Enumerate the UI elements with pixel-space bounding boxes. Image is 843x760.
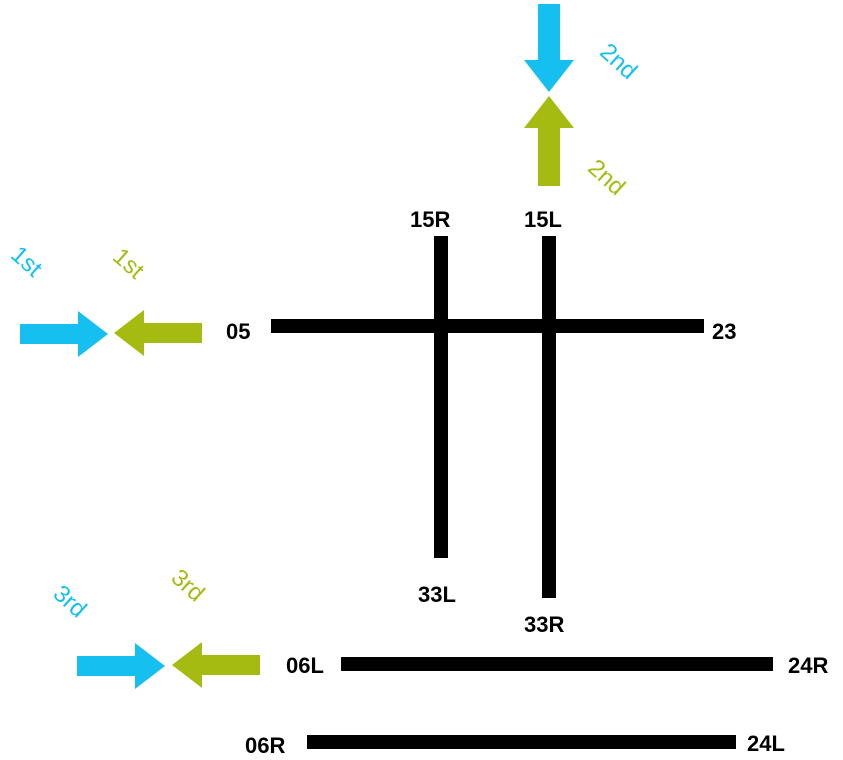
arrow-blue-right-icon bbox=[77, 643, 165, 689]
ordinal-green-3: 3rd bbox=[165, 563, 210, 608]
runway-06L-24R bbox=[341, 657, 773, 671]
runway-15L-33R bbox=[542, 236, 556, 598]
ordinal-blue-3: 3rd bbox=[47, 579, 92, 624]
runway-label-33L: 33L bbox=[418, 582, 456, 607]
arrow-green-left-icon bbox=[114, 310, 202, 356]
arrow-green-left-icon bbox=[172, 642, 260, 688]
runway-06R-24L bbox=[307, 735, 736, 749]
runway-15R-33L bbox=[434, 236, 448, 558]
arrow-blue-right-icon bbox=[20, 311, 108, 357]
ordinal-green-2: 2nd bbox=[582, 154, 631, 202]
runway-label-23: 23 bbox=[712, 319, 737, 344]
arrow-blue-down-icon bbox=[524, 4, 574, 92]
arrow-green-up-icon bbox=[524, 96, 574, 186]
runway-label-06L: 06L bbox=[286, 653, 324, 678]
runway-label-15L: 15L bbox=[524, 207, 562, 232]
ordinal-blue-2: 2nd bbox=[594, 38, 643, 86]
runway-label-33R: 33R bbox=[524, 612, 565, 637]
runway-label-15R: 15R bbox=[410, 207, 451, 232]
ordinal-blue-1: 1st bbox=[5, 240, 48, 283]
ordinal-green-1: 1st bbox=[107, 242, 150, 285]
runway-05-23 bbox=[271, 319, 704, 333]
runway-label-06R: 06R bbox=[245, 733, 286, 758]
runway-label-24R: 24R bbox=[788, 653, 829, 678]
runway-label-24L: 24L bbox=[747, 731, 785, 756]
runway-label-05: 05 bbox=[226, 319, 251, 344]
